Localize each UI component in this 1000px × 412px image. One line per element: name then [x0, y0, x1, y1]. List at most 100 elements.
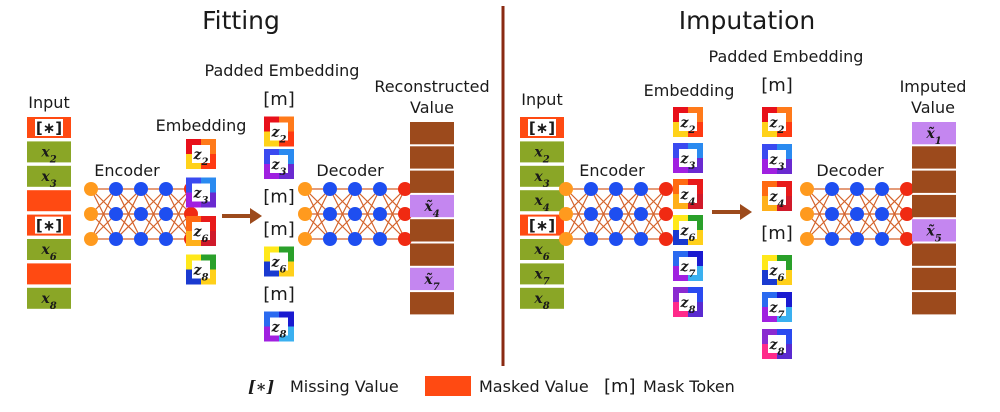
embedding-tile: z2	[673, 107, 703, 137]
embedding-tile: z2	[762, 107, 792, 137]
input-value-text: x6	[40, 242, 56, 263]
fitting-output-label-2: Value	[410, 98, 454, 117]
network-node	[109, 182, 123, 196]
imputation-decoder-network	[800, 182, 914, 246]
output-cell	[912, 292, 956, 315]
output-cell: x̃5	[912, 219, 956, 244]
network-node	[159, 207, 173, 221]
embedding-tile: z8	[673, 287, 703, 317]
network-node	[84, 182, 98, 196]
input-cell: x6	[27, 239, 71, 263]
mask-token: [m]	[263, 284, 295, 305]
legend: [∗] Missing Value Masked Value [m] Mask …	[248, 376, 735, 397]
input-cell	[27, 190, 71, 212]
output-cell	[410, 122, 454, 145]
imputation-output-label-2: Value	[911, 98, 955, 117]
output-cell	[912, 146, 956, 169]
embedding-text: z3	[193, 186, 209, 207]
network-node	[323, 232, 337, 246]
mask-token: [m]	[761, 75, 793, 96]
legend-token-symbol: [m]	[604, 376, 636, 397]
network-node	[298, 232, 312, 246]
mask-token: [m]	[263, 219, 295, 240]
output-cell: x̃1	[912, 122, 956, 147]
embedding-tile: z3	[186, 177, 216, 208]
embedding-text: z3	[271, 157, 287, 178]
output-cell	[410, 170, 454, 193]
fitting-padded-label: Padded Embedding	[205, 61, 360, 80]
network-node	[659, 182, 673, 196]
legend-masked-swatch	[425, 376, 471, 396]
network-node	[84, 207, 98, 221]
input-cell: [∗]	[27, 117, 71, 138]
output-value-text: x̃1	[925, 125, 941, 147]
output-cell	[912, 170, 956, 193]
mask-token: [m]	[263, 89, 295, 110]
embedding-text: z8	[680, 295, 696, 316]
imputation-arrow	[712, 204, 752, 220]
network-node	[875, 207, 889, 221]
missing-marker: [∗]	[529, 217, 555, 235]
network-node	[298, 182, 312, 196]
fitting-decoder-label: Decoder	[316, 161, 384, 180]
network-node	[634, 182, 648, 196]
imputation-input-label: Input	[521, 90, 562, 109]
embedding-text: z6	[271, 255, 287, 276]
network-node	[609, 207, 623, 221]
network-node	[84, 232, 98, 246]
network-node	[800, 207, 814, 221]
embedding-tile: z2	[264, 116, 294, 147]
network-node	[875, 182, 889, 196]
input-cell	[27, 263, 71, 285]
output-cell	[912, 194, 956, 218]
network-node	[659, 232, 673, 246]
output-cell	[410, 146, 454, 169]
network-node	[875, 232, 889, 246]
embedding-text: z6	[193, 224, 209, 245]
network-node	[134, 232, 148, 246]
network-node	[348, 182, 362, 196]
mask-token: [m]	[761, 223, 793, 244]
network-node	[348, 207, 362, 221]
imputation-embedding-label: Embedding	[644, 81, 735, 100]
output-value-text: x̃5	[925, 222, 941, 244]
network-node	[584, 182, 598, 196]
input-value-text: x2	[40, 144, 56, 165]
network-node	[800, 232, 814, 246]
network-node	[373, 232, 387, 246]
input-value-text: x8	[533, 291, 549, 312]
input-cell: x7	[520, 263, 564, 287]
input-cell: x6	[520, 239, 564, 263]
embedding-text: z4	[680, 187, 696, 208]
input-cell: x8	[27, 287, 71, 312]
network-node	[373, 182, 387, 196]
embedding-text: z8	[769, 337, 785, 358]
network-node	[900, 182, 914, 196]
network-node	[634, 207, 648, 221]
imputation-encoder-network	[559, 182, 673, 246]
fitting-output-column: x̃4x̃7	[410, 122, 454, 315]
input-value-text: x8	[40, 291, 56, 312]
embedding-text: z6	[769, 263, 785, 284]
embedding-text: z4	[769, 189, 785, 210]
imputation-output-label-1: Imputed	[900, 77, 967, 96]
input-value-text: x4	[533, 193, 549, 214]
output-cell	[410, 243, 454, 266]
embedding-tile: z4	[673, 179, 703, 209]
embedding-text: z7	[680, 259, 696, 280]
fitting-output-label-1: Reconstructed	[374, 77, 489, 96]
embedding-tile: z7	[762, 292, 792, 322]
network-node	[109, 232, 123, 246]
network-node	[559, 232, 573, 246]
fitting-encoder-label: Encoder	[94, 161, 160, 180]
embedding-text: z2	[680, 115, 696, 136]
network-node	[584, 232, 598, 246]
network-node	[559, 182, 573, 196]
imputation-title: Imputation	[679, 6, 815, 35]
embedding-text: z8	[271, 320, 287, 341]
network-node	[323, 207, 337, 221]
input-cell: [∗]	[520, 117, 564, 138]
